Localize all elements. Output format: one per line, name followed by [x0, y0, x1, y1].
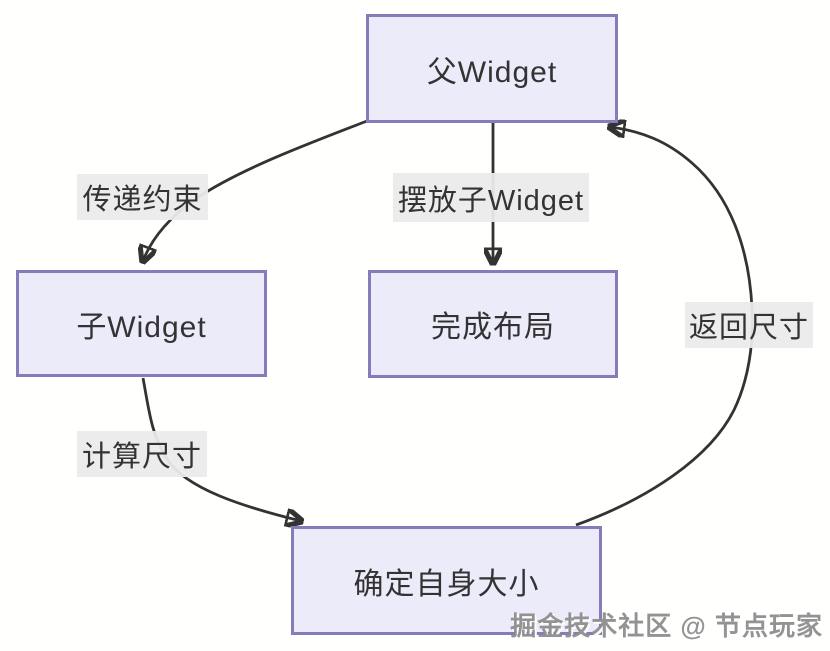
node-child-widget: 子Widget: [16, 270, 267, 377]
node-complete-layout: 完成布局: [368, 270, 618, 378]
node-determine-own-size-label: 确定自身大小: [353, 567, 540, 601]
edge-label-place-child-widget: 摆放子Widget: [393, 173, 589, 222]
node-parent-widget: 父Widget: [366, 14, 618, 123]
node-complete-layout-label: 完成布局: [431, 311, 555, 344]
edge-label-calculate-size: 计算尺寸: [77, 431, 207, 477]
node-child-widget-label: 子Widget: [76, 310, 207, 344]
watermark: 掘金技术社区 @ 节点玩家: [510, 611, 823, 641]
node-determine-own-size: 确定自身大小: [291, 526, 602, 635]
edge-label-return-size: 返回尺寸: [685, 302, 813, 348]
edge-label-pass-constraints: 传递约束: [77, 174, 208, 220]
node-parent-widget-label: 父Widget: [426, 55, 558, 89]
